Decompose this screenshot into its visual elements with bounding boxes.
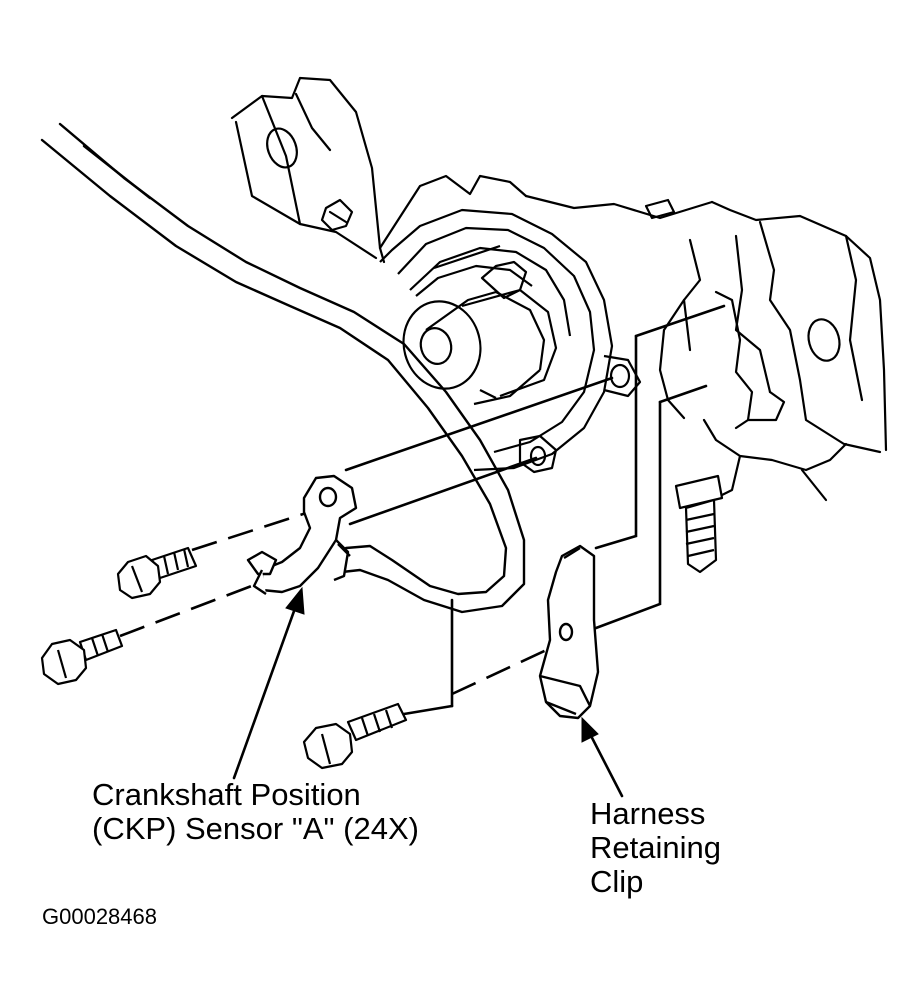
bolt-upper (118, 548, 196, 598)
harness-clip-callout: Harness Retaining Clip (590, 797, 721, 899)
callout-arrows (234, 600, 622, 796)
bolt-lower (304, 704, 406, 768)
ckp-sensor-callout: Crankshaft Position (CKP) Sensor "A" (24… (92, 778, 419, 846)
sensor-connector (676, 476, 722, 572)
arrowheads (286, 588, 598, 742)
harness-clip-callout-line2: Retaining (590, 830, 721, 865)
harness-clip-callout-line1: Harness (590, 796, 706, 831)
ckp-sensor-callout-line2: (CKP) Sensor "A" (24X) (92, 811, 419, 846)
harness-retaining-clip (540, 546, 598, 718)
engine-block (232, 78, 886, 500)
figure-identifier: G00028468 (42, 904, 157, 929)
ckp-sensor-callout-line1: Crankshaft Position (92, 777, 361, 812)
ckp-sensor (248, 476, 356, 594)
bolt-middle (42, 630, 122, 684)
alignment-lines (346, 306, 724, 714)
pump-housing (380, 210, 640, 472)
wiring-harness (42, 124, 524, 612)
harness-clip-callout-line3: Clip (590, 864, 644, 899)
